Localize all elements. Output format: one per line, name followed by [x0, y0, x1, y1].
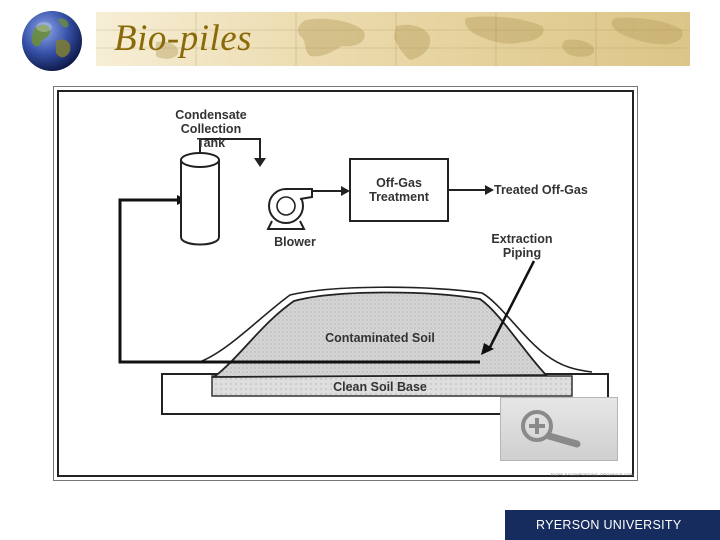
title-banner: [96, 12, 690, 66]
globe-icon: [22, 11, 82, 71]
blower-label: Blower: [274, 235, 316, 249]
university-logo: RYERSON UNIVERSITY: [505, 510, 720, 540]
treated-offgas-label: Treated Off-Gas: [494, 183, 588, 197]
extraction-piping-pointer: [486, 260, 536, 352]
slide-title: Bio-piles: [114, 18, 253, 59]
blower-stand: [266, 220, 306, 230]
blower-outlet: [286, 188, 313, 200]
contaminated-soil-label: Contaminated Soil: [325, 331, 435, 345]
condensate-tank-top: [180, 152, 220, 168]
extraction-pipe: [118, 198, 480, 364]
clean-soil-base-label: Clean Soil Base: [333, 380, 427, 394]
condensate-tank-label: Condensate Collection Tank: [175, 108, 247, 150]
cover-liner: [201, 286, 593, 373]
contaminated-soil-pile: [211, 291, 549, 378]
magnifier-icon: [521, 410, 581, 448]
logo-text: RYERSON UNIVERSITY: [536, 518, 682, 532]
extraction-piping-label: Extraction Piping: [491, 232, 553, 260]
offgas-treatment-label: Off-Gas Treatment: [369, 176, 429, 204]
world-map-background: [96, 12, 690, 66]
source-credit: BIOPILE/COMPOSTING-ORGANICS.COM: [550, 472, 634, 477]
offgas-treatment-box: [349, 158, 449, 222]
zoom-button[interactable]: [500, 397, 618, 461]
condensate-tank-body: [180, 160, 220, 246]
